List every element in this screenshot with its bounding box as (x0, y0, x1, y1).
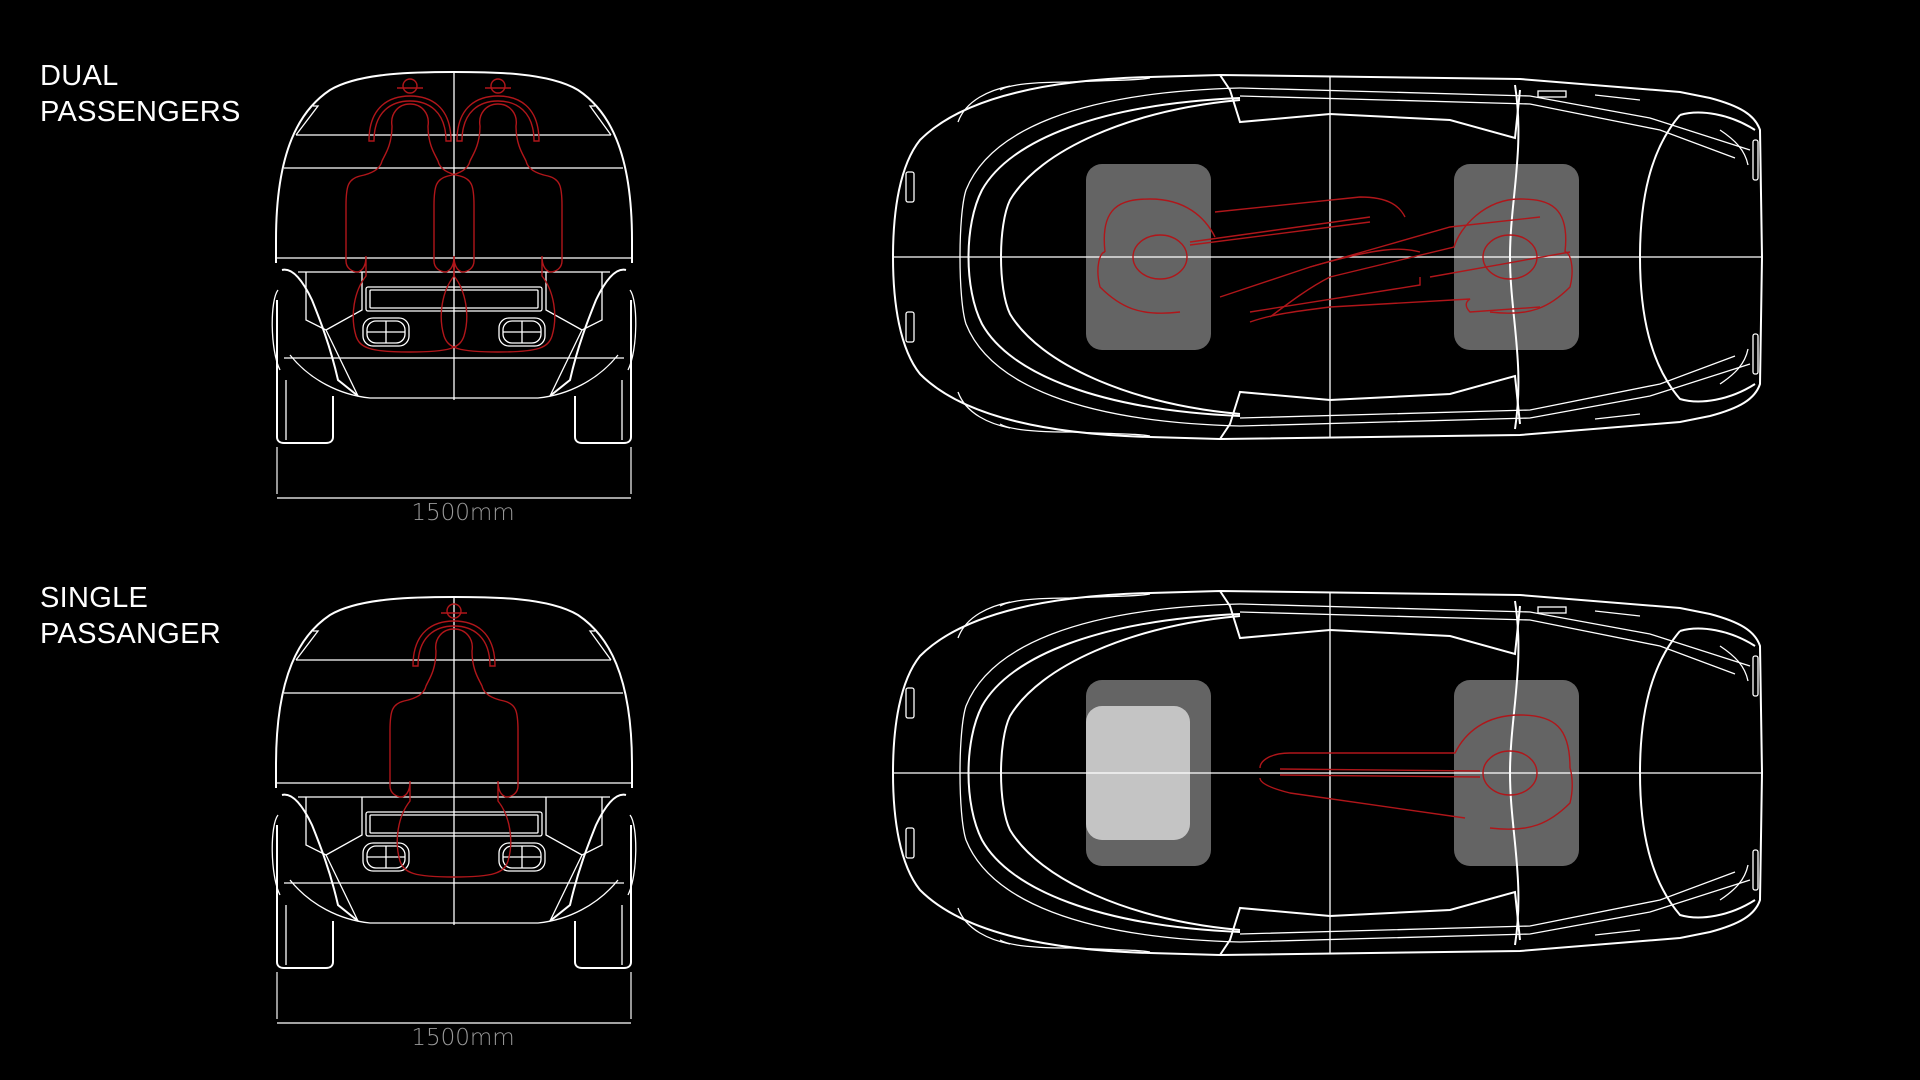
title-line-1: DUAL (40, 60, 119, 92)
width-dimension-label-single: 1500mm (411, 1025, 515, 1051)
section-title-single: SINGLE PASSANGER (40, 580, 221, 652)
front-view-dual (271, 71, 637, 499)
front-view-single (271, 596, 637, 1024)
section-title-dual: DUAL PASSENGERS (40, 58, 241, 130)
width-dimension-label-dual: 1500mm (411, 500, 515, 526)
top-view-dual (892, 74, 1763, 440)
top-view-single (892, 590, 1763, 956)
title-line-2: PASSENGERS (40, 96, 241, 128)
title-line-2: PASSANGER (40, 618, 222, 650)
title-line-1: SINGLE (40, 582, 149, 614)
